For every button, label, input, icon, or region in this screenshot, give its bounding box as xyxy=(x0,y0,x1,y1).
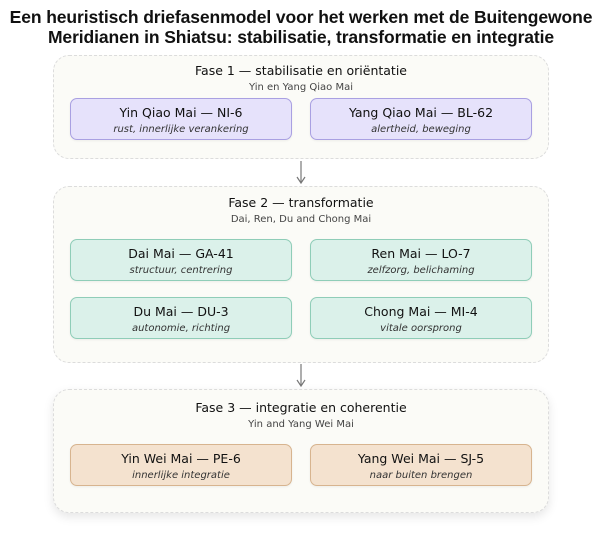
box-description: naar buiten brengen xyxy=(369,470,473,481)
phase-3-subtitle: Yin and Yang Wei Mai xyxy=(248,419,354,430)
box-description: rust, innerlijke verankering xyxy=(113,124,249,135)
box-name: Yang Qiao Mai — BL-62 xyxy=(348,105,494,120)
box-description: autonomie, richting xyxy=(131,323,231,334)
ren-mai-box: Ren Mai — LO-7 zelfzorg, belichaming xyxy=(310,239,532,281)
phase-2-title: Fase 2 — transformatie xyxy=(228,195,374,210)
phase-3-title: Fase 3 — integratie en coherentie xyxy=(195,400,407,415)
yin-qiao-mai-box: Yin Qiao Mai — NI-6 rust, innerlijke ver… xyxy=(70,98,292,140)
title-line-1: Een heuristisch driefasenmodel voor het … xyxy=(9,7,593,27)
du-mai-box: Du Mai — DU-3 autonomie, richting xyxy=(70,297,292,339)
phase-3-panel: Fase 3 — integratie en coherentie Yin an… xyxy=(53,389,549,513)
diagram-title: Een heuristisch driefasenmodel voor het … xyxy=(0,7,602,47)
phase-1-panel: Fase 1 — stabilisatie en oriëntatie Yin … xyxy=(53,55,549,159)
phase-2-subtitle: Dai, Ren, Du and Chong Mai xyxy=(230,214,372,225)
box-description: innerlijke integratie xyxy=(132,470,230,481)
phase-2-panel: Fase 2 — transformatie Dai, Ren, Du and … xyxy=(53,186,549,363)
arrow-down-icon xyxy=(293,159,309,186)
box-name: Du Mai — DU-3 xyxy=(133,304,229,319)
arrow-down-icon xyxy=(293,362,309,389)
box-name: Chong Mai — MI-4 xyxy=(364,304,478,319)
phase-1-subtitle: Yin en Yang Qiao Mai xyxy=(248,82,354,93)
phase-1-title: Fase 1 — stabilisatie en oriëntatie xyxy=(195,63,407,78)
box-description: vitale oorsprong xyxy=(380,323,462,334)
chong-mai-box: Chong Mai — MI-4 vitale oorsprong xyxy=(310,297,532,339)
box-name: Yin Qiao Mai — NI-6 xyxy=(119,105,243,120)
yang-qiao-mai-box: Yang Qiao Mai — BL-62 alertheid, bewegin… xyxy=(310,98,532,140)
box-description: alertheid, beweging xyxy=(371,124,471,135)
yang-wei-mai-box: Yang Wei Mai — SJ-5 naar buiten brengen xyxy=(310,444,532,486)
title-line-2: Meridianen in Shiatsu: stabilisatie, tra… xyxy=(47,27,555,47)
box-description: structuur, centrering xyxy=(129,265,233,276)
box-description: zelfzorg, belichaming xyxy=(367,265,475,276)
dai-mai-box: Dai Mai — GA-41 structuur, centrering xyxy=(70,239,292,281)
box-name: Dai Mai — GA-41 xyxy=(128,246,234,261)
box-name: Yang Wei Mai — SJ-5 xyxy=(357,451,485,466)
yin-wei-mai-box: Yin Wei Mai — PE-6 innerlijke integratie xyxy=(70,444,292,486)
box-name: Yin Wei Mai — PE-6 xyxy=(121,451,241,466)
box-name: Ren Mai — LO-7 xyxy=(371,246,471,261)
